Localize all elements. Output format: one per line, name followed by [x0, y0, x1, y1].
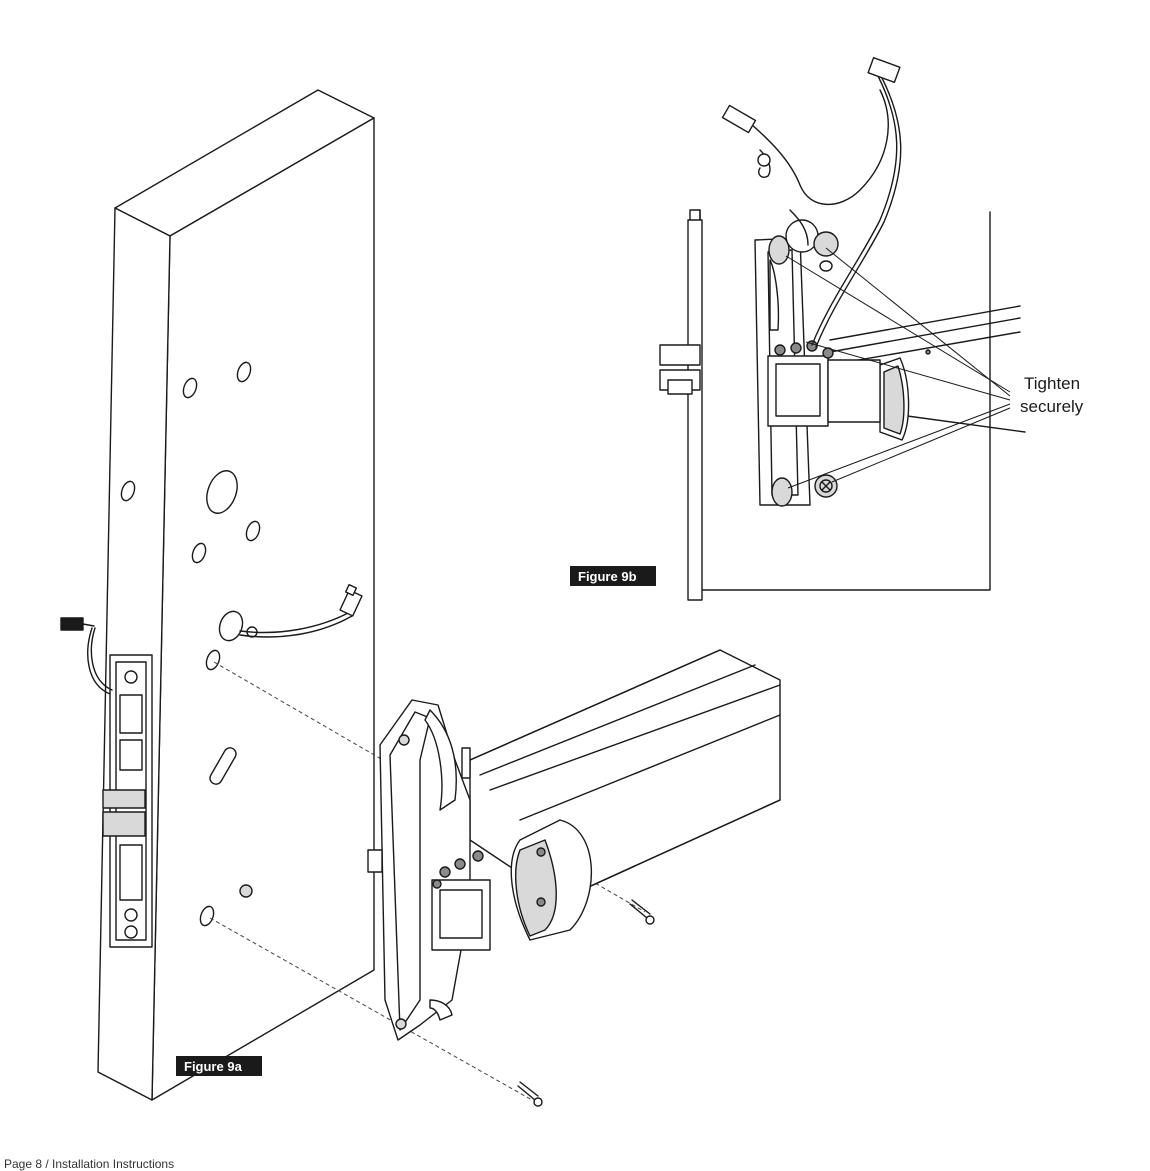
door-slab [97, 89, 375, 1101]
tighten-callout: Tighten securely [1020, 374, 1084, 416]
tighten-callout-line1: Tighten [1024, 374, 1080, 393]
figure-9b-illustration: Tighten securely Figure 9b [570, 56, 1084, 601]
tighten-callout-line2: securely [1020, 397, 1084, 416]
detail-latch [659, 344, 701, 395]
wire-harness-edge [60, 617, 113, 695]
tighten-callout-leaders [785, 247, 1011, 489]
figure-9a-label-text: Figure 9a [184, 1059, 243, 1074]
door-prep-holes [120, 361, 261, 927]
exit-device-rail [469, 649, 781, 941]
alignment-line-bottom [209, 917, 533, 1101]
mounting-screw-bottom [517, 1081, 543, 1107]
detail-mounting-plate [754, 235, 881, 507]
figure-9b-label: Figure 9b [570, 566, 656, 586]
detail-rail [829, 305, 1026, 441]
mounting-screw-top [629, 899, 655, 925]
mortise-lock-edge [102, 654, 153, 948]
exit-device-chassis [367, 699, 491, 1041]
figure-9b-label-text: Figure 9b [578, 569, 637, 584]
page-footer: Page 8 / Installation Instructions [4, 1157, 174, 1171]
figure-9a-label: Figure 9a [176, 1056, 262, 1076]
wire-harness-face [239, 583, 363, 638]
figure-9a-illustration: Figure 9a [60, 89, 781, 1107]
detail-wires [721, 56, 902, 348]
detail-door-edge [687, 209, 991, 601]
detail-screw-holes [785, 219, 839, 498]
